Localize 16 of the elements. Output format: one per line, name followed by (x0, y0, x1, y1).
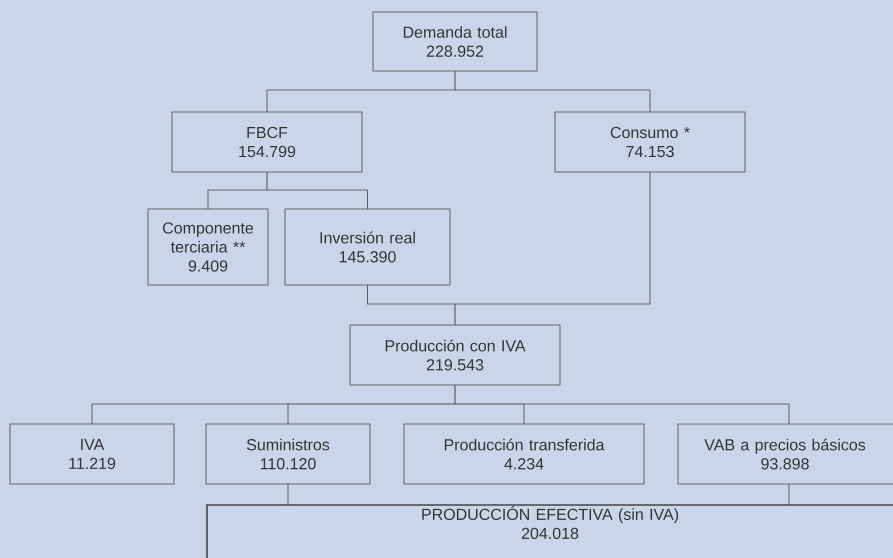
value-box: VAB a precios básicos 93.898 (678, 424, 893, 484)
value-box: Producción transferida 4.234 (404, 424, 644, 484)
value-box: Consumo * 74.153 (554, 112, 746, 172)
connector-line (788, 484, 790, 506)
connector-line (266, 172, 368, 210)
connector-line (454, 384, 790, 424)
value-box: FBCF 154.799 (172, 112, 362, 172)
value-box: Inversión real 145.390 (284, 208, 450, 286)
value-box: IVA 11.219 (10, 424, 174, 484)
value-box: Componente terciaria ** 9.409 (148, 208, 268, 286)
summary-box: PRODUCCIÓN EFECTIVA (sin IVA) 204.018 (206, 504, 893, 558)
connector-line (454, 70, 650, 112)
value-box: Demanda total 228.952 (372, 12, 538, 72)
value-box: Producción con IVA 219.543 (350, 324, 560, 386)
value-box: Suministros 110.120 (206, 424, 370, 484)
connector-line (454, 172, 650, 326)
